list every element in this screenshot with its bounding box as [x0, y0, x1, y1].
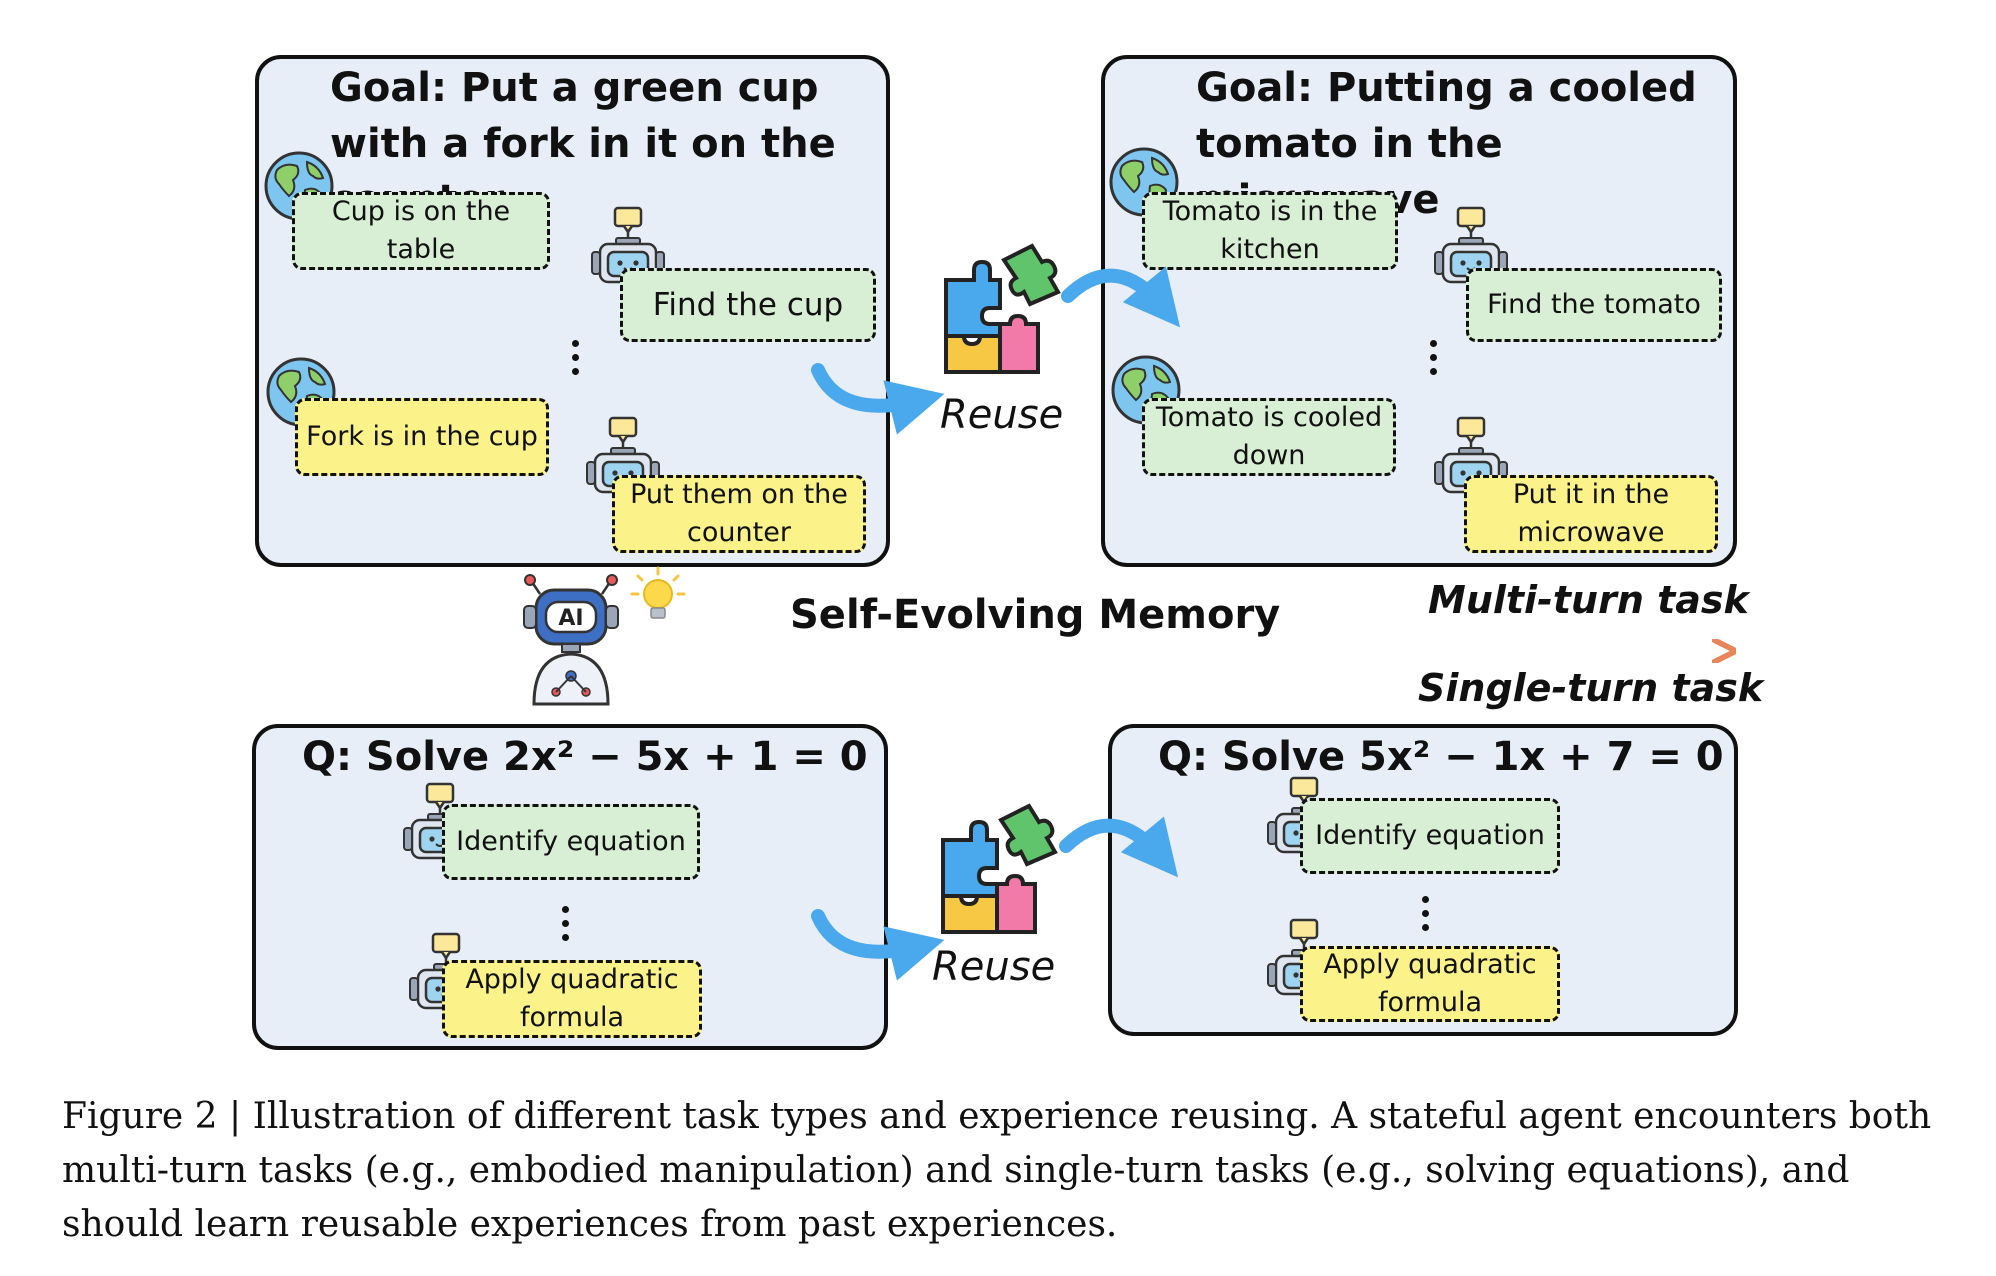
multi-turn-label: Multi-turn task — [1428, 578, 1749, 622]
ellipsis-dots — [570, 340, 580, 376]
curved-arrow-icon — [811, 363, 945, 435]
puzzle-icon — [944, 244, 1060, 374]
state-box-cup-on-table: Cup is on the table — [292, 192, 550, 270]
ai-robot-icon: AI — [523, 574, 619, 706]
state-box-fork-in-cup: Fork is in the cup — [295, 398, 549, 476]
reuse-label-top: Reuse — [940, 392, 1064, 438]
action-box-find-tomato: Find the tomato — [1466, 268, 1722, 342]
curved-arrow-icon — [1061, 266, 1181, 328]
lightbulb-icon — [630, 566, 686, 619]
memory-label: Self-Evolving Memory — [790, 592, 1281, 638]
memory-timeline-arrow — [262, 642, 1742, 662]
action-box-put-in-microwave: Put it in the microwave — [1464, 475, 1718, 553]
ai-badge-text: AI — [558, 606, 583, 631]
state-box-tomato-cooled: Tomato is cooled down — [1142, 398, 1396, 476]
ellipsis-dots — [560, 906, 570, 942]
puzzle-icon — [941, 804, 1057, 934]
step-box-identify-equation: Identify equation — [442, 804, 700, 880]
ellipsis-dots — [1420, 896, 1430, 932]
question-right: Q: Solve 5x² − 1x + 7 = 0 — [1158, 734, 1724, 780]
question-left: Q: Solve 2x² − 5x + 1 = 0 — [302, 734, 868, 780]
curved-arrow-icon — [1059, 816, 1179, 878]
step-box-identify-equation: Identify equation — [1300, 798, 1560, 874]
step-box-apply-formula: Apply quadratic formula — [1300, 946, 1560, 1022]
reuse-label-bottom: Reuse — [932, 944, 1056, 990]
state-box-tomato-in-kitchen: Tomato is in the kitchen — [1142, 192, 1398, 270]
figure-caption: Figure 2 | Illustration of different tas… — [62, 1096, 1932, 1245]
action-box-put-on-counter: Put them on the counter — [612, 475, 866, 553]
action-box-find-cup: Find the cup — [620, 268, 876, 342]
step-box-apply-formula: Apply quadratic formula — [442, 960, 702, 1038]
curved-arrow-icon — [811, 909, 945, 981]
ellipsis-dots — [1428, 340, 1438, 376]
single-turn-label: Single-turn task — [1418, 666, 1764, 710]
